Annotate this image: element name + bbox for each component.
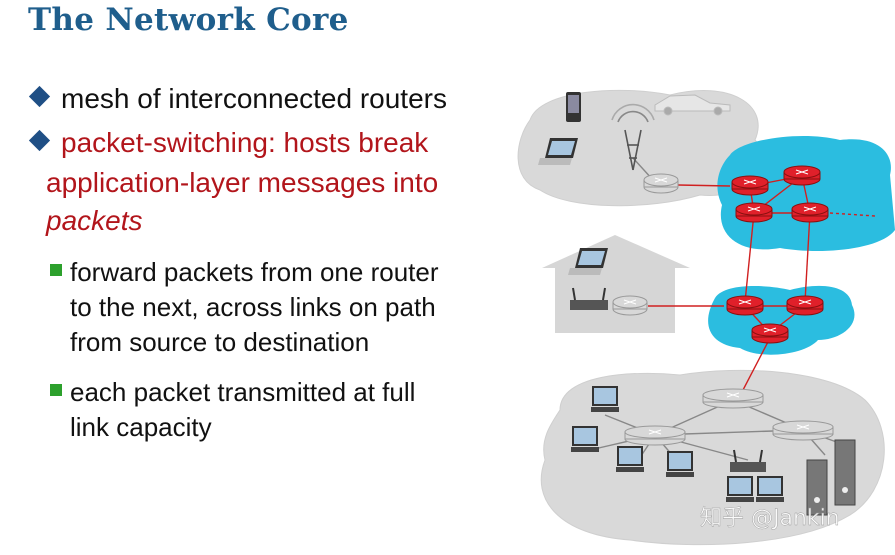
bullet-line: packet-switching: hosts break	[61, 127, 429, 158]
sub-bullet-line: forward packets from one router	[70, 257, 439, 287]
router-icon	[643, 173, 679, 194]
sub-bullet-line: to the next, across links on path	[70, 292, 436, 322]
router-icon	[731, 175, 769, 196]
slide-title: The Network Core	[28, 2, 349, 38]
square-bullet-icon	[50, 384, 62, 396]
desktop-computer-icon	[756, 476, 784, 502]
router-icon	[726, 295, 764, 316]
square-bullet-icon	[50, 264, 62, 276]
core-isp-cloud-middle	[708, 285, 855, 355]
laptop-icon	[538, 138, 578, 165]
router-icon	[612, 295, 648, 316]
sub-bullet-line: from source to destination	[70, 327, 370, 357]
router-icon	[735, 202, 773, 223]
laptop-icon	[568, 248, 608, 275]
router-icon	[702, 388, 764, 409]
wireless-ap-icon	[570, 287, 608, 310]
car-icon	[654, 94, 731, 116]
desktop-computer-icon	[616, 446, 644, 472]
core-routers	[726, 165, 829, 344]
sub-bullet-line: each packet transmitted at full	[70, 377, 416, 407]
desktop-computer-icon	[571, 426, 599, 452]
home-network	[542, 235, 690, 333]
institutional-network-cloud	[540, 369, 885, 546]
bullet-text: mesh of interconnected routers	[61, 83, 447, 114]
router-icon	[791, 202, 829, 223]
desktop-computer-icon	[591, 386, 619, 412]
bullet-line-packets: packets	[46, 205, 143, 236]
sub-bullet-line: link capacity	[70, 412, 212, 442]
desktop-computers	[571, 386, 784, 502]
smartphone-icon	[566, 92, 581, 122]
wireless-ap-icon	[730, 449, 766, 472]
router-icon	[772, 420, 834, 441]
diamond-bullet-icon	[28, 129, 51, 152]
diamond-bullet-icon	[28, 85, 51, 108]
edge-routers	[612, 173, 834, 446]
desktop-computer-icon	[726, 476, 754, 502]
desktop-computer-icon	[666, 451, 694, 477]
server-icon	[806, 439, 856, 516]
cell-tower-icon	[611, 103, 655, 171]
watermark: 知乎 @Jankin	[700, 506, 840, 531]
router-icon	[624, 425, 686, 446]
bullet-line: application-layer messages into	[46, 167, 439, 198]
router-icon	[783, 165, 821, 186]
network-diagram: 知乎 @Jankin	[517, 89, 895, 546]
router-icon	[751, 323, 789, 344]
router-icon	[786, 295, 824, 316]
